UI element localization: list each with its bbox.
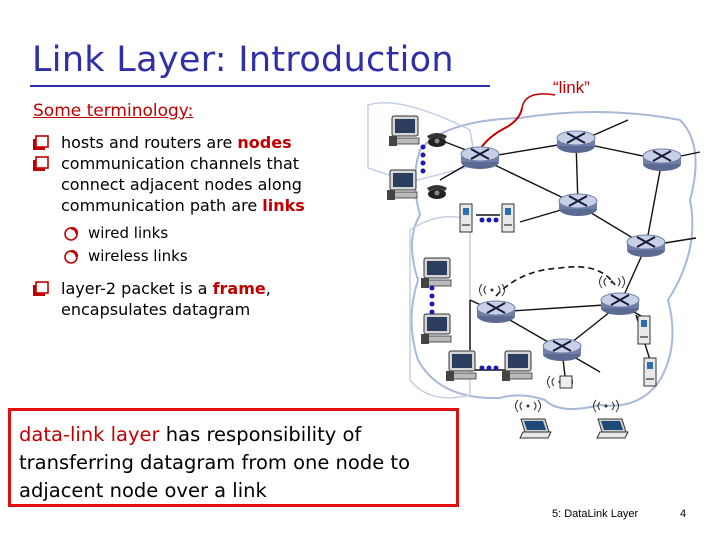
router-icon (642, 148, 682, 172)
term-links: links (262, 196, 305, 215)
page-title: Link Layer: Introduction (32, 40, 454, 80)
desktop-computer-icon (420, 257, 452, 289)
wireless-waves-icon (515, 399, 541, 413)
ellipsis-dots (479, 217, 499, 223)
network-cloud (410, 110, 697, 410)
footer-page-number: 4 (680, 508, 687, 520)
bullet-nodes: hosts and routers are nodes (32, 132, 392, 153)
router-icon (542, 338, 582, 362)
router-icon (556, 130, 596, 154)
access-point-icon (559, 375, 573, 389)
laptop-icon (596, 418, 629, 439)
network-diagram (367, 93, 701, 439)
server-icon (501, 203, 515, 233)
title-underline (30, 85, 490, 87)
box-bullet-icon (33, 281, 49, 296)
wireless-link (495, 265, 616, 297)
sub-bullet-list: wired links wireless links (61, 222, 392, 268)
router-icon (558, 193, 598, 217)
subtitle: Some terminology: (33, 101, 194, 121)
laptop-icon (519, 418, 552, 439)
circle-bullet-icon (64, 250, 78, 264)
server-icon (459, 203, 473, 233)
bullet-list: hosts and routers are nodes communicatio… (32, 132, 392, 320)
bullet-frame: layer-2 packet is a frame, encapsulates … (32, 278, 392, 320)
desktop-computer-icon (501, 350, 533, 382)
bullet-links: communication channels that connect adja… (32, 153, 392, 268)
wireless-waves-icon (599, 275, 625, 289)
link-label: “link” (553, 78, 590, 97)
telephone-icon (427, 133, 447, 147)
bullet-nodes-text: hosts and routers are (61, 133, 238, 152)
box-bullet-icon (33, 135, 49, 150)
router-icon (460, 146, 500, 170)
sub-bullet-wireless: wireless links (61, 245, 392, 268)
sub-bullet-wireless-text: wireless links (88, 247, 188, 265)
callout-text: has responsibility of transferring datag… (19, 423, 410, 502)
server-icon (637, 315, 651, 345)
circle-bullet-icon (64, 227, 78, 241)
footer-chapter: 5: DataLink Layer (552, 508, 639, 520)
server-icon (643, 357, 657, 387)
enterprise-network-outline (409, 215, 471, 399)
definition-callout: data-link layer has responsibility of tr… (8, 408, 459, 507)
router-icon (476, 300, 516, 324)
wireless-waves-icon (479, 283, 505, 297)
access-network-outline (367, 102, 477, 183)
desktop-computer-icon (445, 350, 477, 382)
desktop-computer-icon (388, 115, 420, 147)
callout-term: data-link layer (19, 423, 160, 446)
bullet-frame-text-rest: , encapsulates datagram (61, 279, 271, 319)
ellipsis-dots (429, 285, 499, 371)
bullet-frame-text: layer-2 packet is a (61, 279, 213, 298)
bullet-links-text: communication channels that connect adja… (61, 154, 302, 215)
term-frame: frame (212, 279, 266, 298)
sub-bullet-wired: wired links (61, 222, 392, 245)
term-nodes: nodes (237, 133, 292, 152)
desktop-computer-icon (420, 313, 452, 345)
box-bullet-icon (33, 156, 49, 171)
sub-bullet-wired-text: wired links (88, 224, 169, 242)
router-icon (600, 292, 640, 316)
desktop-computer-icon (386, 169, 418, 201)
router-icon (626, 234, 666, 258)
link-pointer (521, 93, 556, 109)
ellipsis-dots (420, 144, 426, 174)
telephone-icon (427, 185, 447, 199)
